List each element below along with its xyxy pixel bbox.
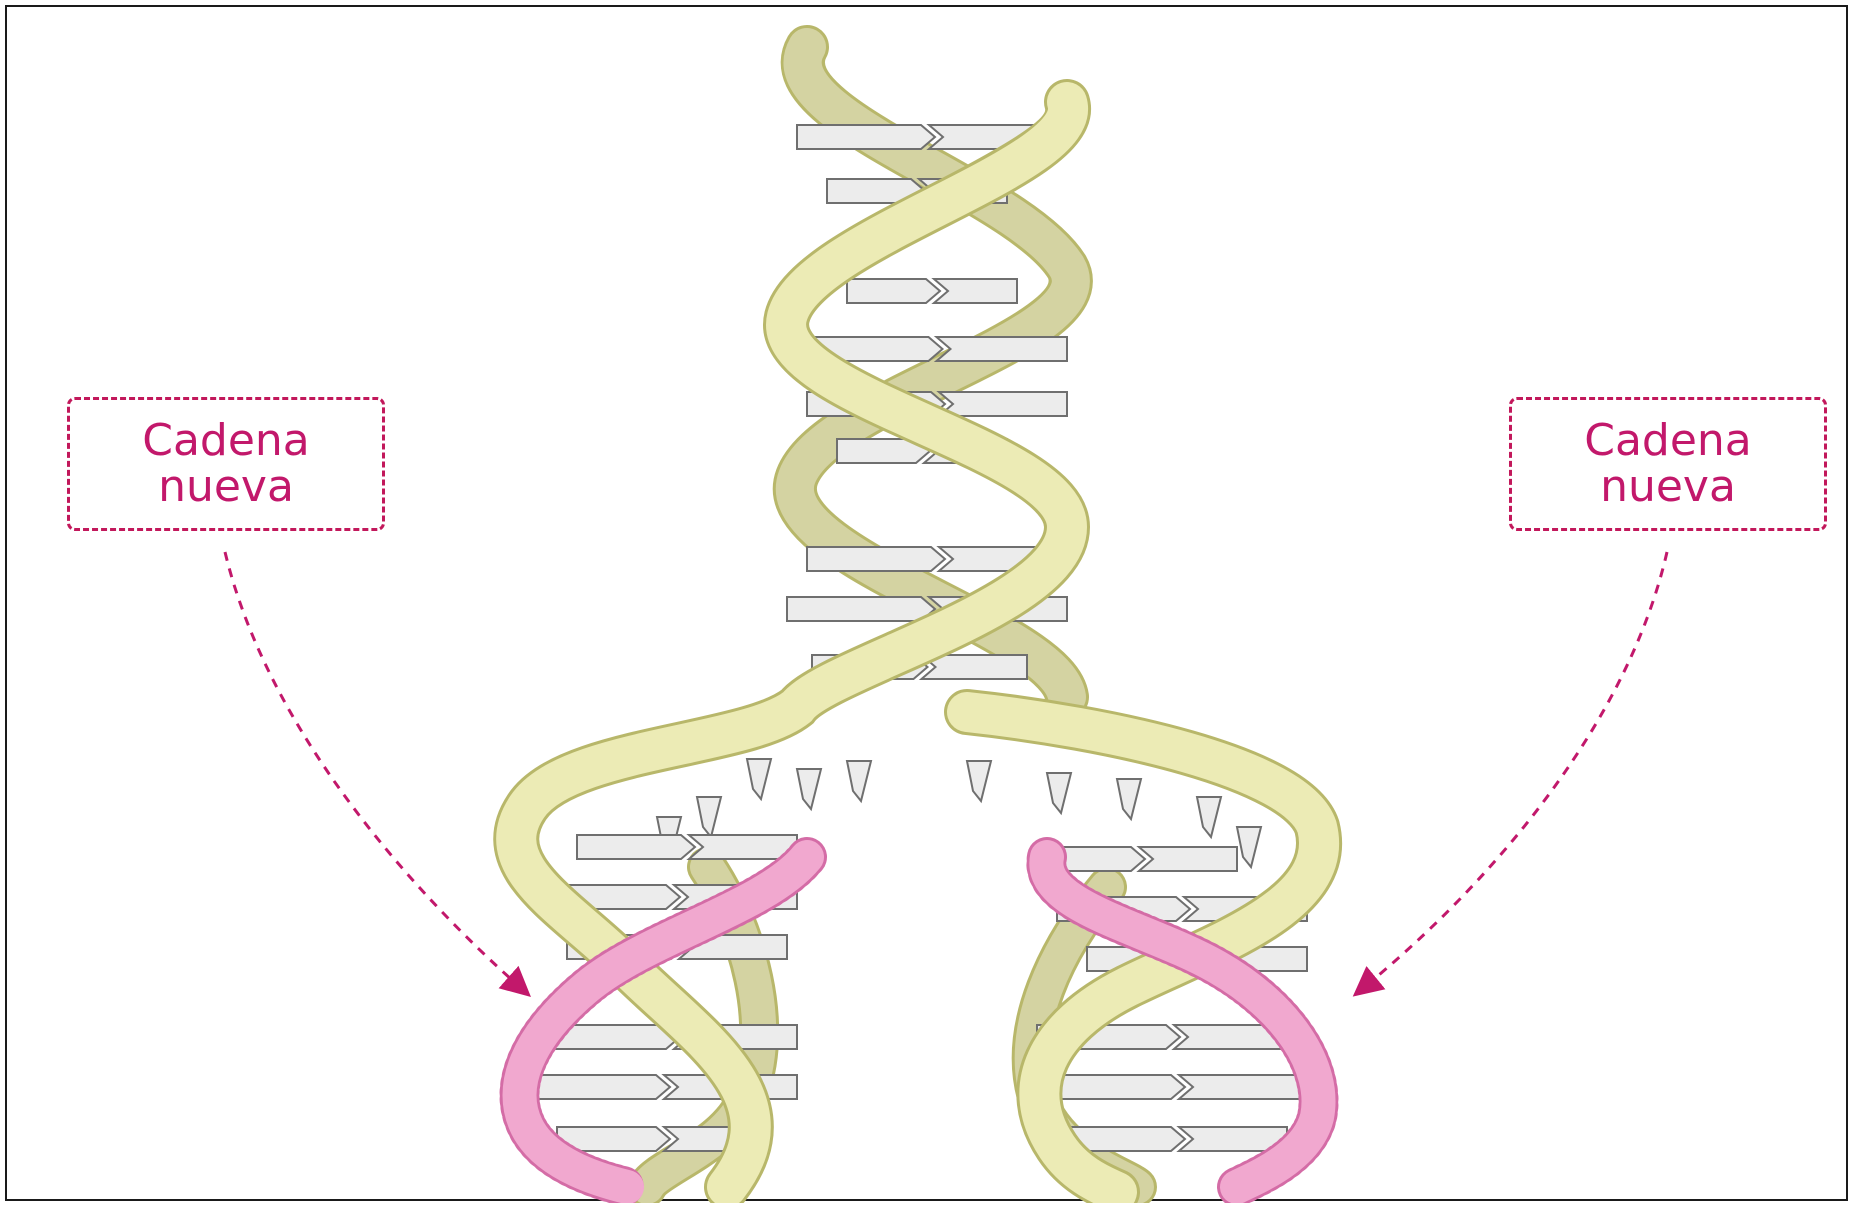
- unpaired-base: [967, 761, 991, 801]
- unpaired-base: [847, 761, 871, 801]
- label-new-strand-right: Cadena nueva: [1509, 397, 1827, 531]
- label-new-strand-left-text: Cadena nueva: [142, 418, 310, 510]
- base-pair: [1047, 1075, 1307, 1099]
- unpaired-base: [697, 797, 721, 837]
- base-pair: [847, 279, 1017, 303]
- unpaired-base: [1047, 773, 1071, 813]
- label-new-strand-right-text: Cadena nueva: [1584, 418, 1752, 510]
- arrow-left: [225, 552, 522, 989]
- dna-replication-diagram: [7, 7, 1850, 1203]
- unpaired-base: [1117, 779, 1141, 819]
- base-pair: [577, 835, 797, 859]
- base-pair: [1067, 1127, 1287, 1151]
- unpaired-base: [1197, 797, 1221, 837]
- unpaired-base: [797, 769, 821, 809]
- label-new-strand-left: Cadena nueva: [67, 397, 385, 531]
- arrow-right: [1362, 552, 1667, 989]
- figure-frame: Cadena nueva Cadena nueva: [5, 5, 1848, 1201]
- unpaired-base: [747, 759, 771, 799]
- unpaired-base: [1237, 827, 1261, 867]
